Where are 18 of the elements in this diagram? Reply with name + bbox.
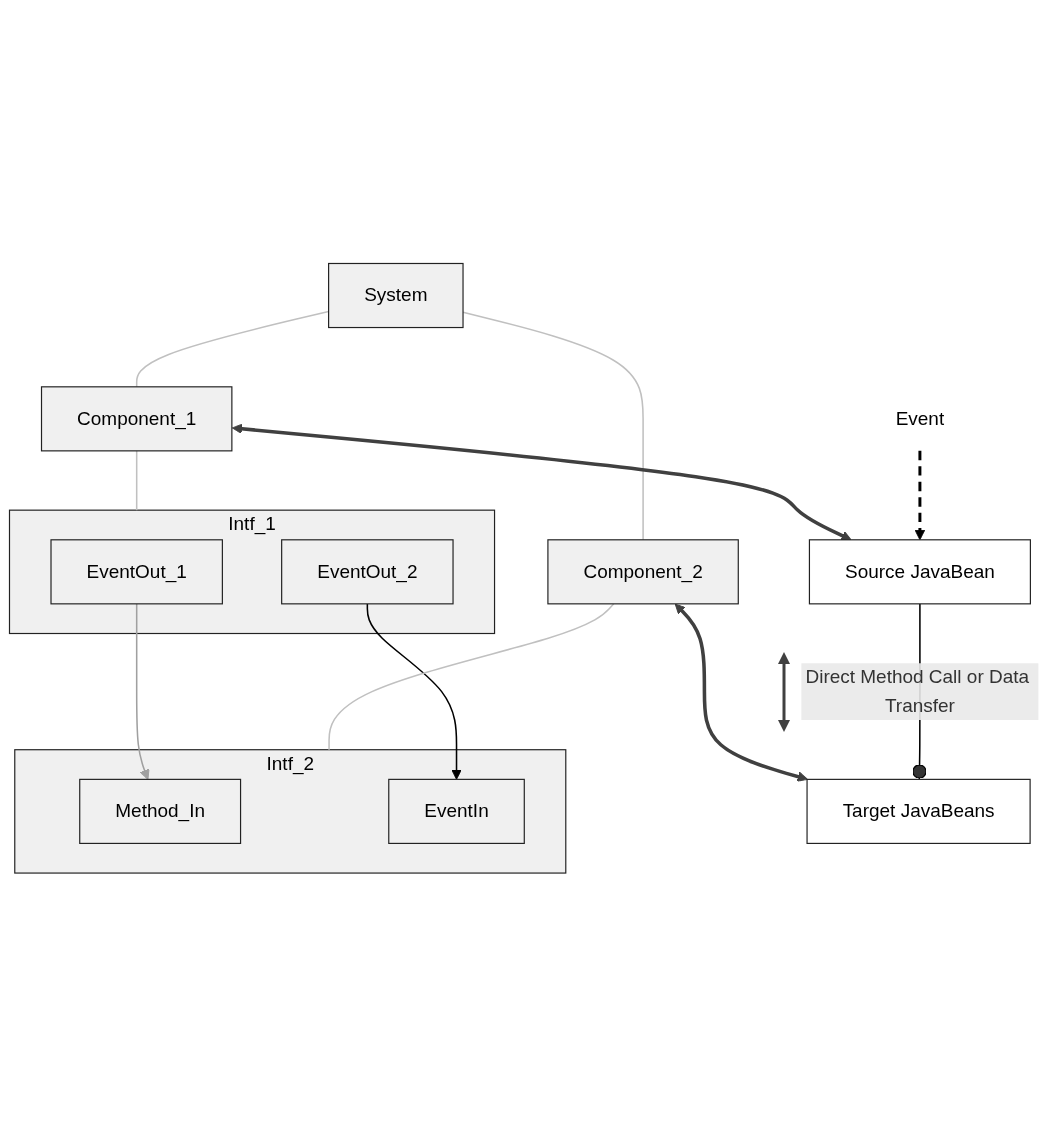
node-box: EventIn [388, 779, 525, 845]
node-box: System [328, 263, 464, 329]
connector [328, 603, 615, 751]
node-box: Component_1 [40, 386, 233, 452]
node-box: EventOut_2 [281, 539, 454, 605]
node-text: Event [895, 408, 945, 429]
connector [135, 450, 138, 512]
node-box: Target JavaBeans [806, 779, 1031, 845]
node-box: Source JavaBean [808, 539, 1031, 605]
arrow [674, 603, 808, 782]
node-box: Method_In [79, 779, 242, 845]
node-box: Component_2 [547, 539, 739, 605]
edge-label: Direct Method Call or Data Transfer [805, 666, 1030, 716]
node-box: EventOut_1 [50, 539, 223, 605]
arrow [914, 451, 926, 541]
arrow [231, 423, 852, 541]
arrow [135, 603, 150, 781]
arrow [366, 603, 462, 781]
